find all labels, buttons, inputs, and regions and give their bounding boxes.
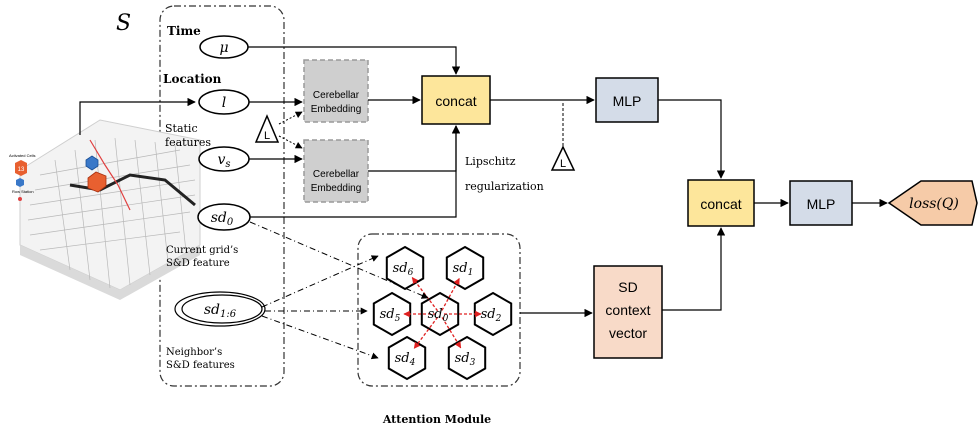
concat-block-2 xyxy=(687,179,755,227)
loss-label: loss(Q) xyxy=(909,196,959,212)
lipschitz-marker-embedding xyxy=(254,114,280,143)
concat-block-1-label: concat xyxy=(435,93,476,109)
hex-cell-sd2 xyxy=(473,291,513,337)
location-symbol: l xyxy=(222,95,226,111)
attention-module-title: Attention Module xyxy=(382,413,491,426)
lipschitz-marker-mlp-label: L xyxy=(560,158,566,170)
attention-weight-arrow-1 xyxy=(441,277,460,311)
neighbor-label-line1: Neighbor’s xyxy=(166,347,222,358)
concat-block-2-label: concat xyxy=(700,196,741,212)
current-grid-label-line2: S&D feature xyxy=(166,258,230,269)
neighbor-to-hex4-arrow xyxy=(261,315,379,360)
map-to-location-arrow xyxy=(79,97,196,135)
city-grid-map-illustration: Activated Cells 13 Row Station xyxy=(9,119,201,300)
context-line3: vector xyxy=(609,325,647,341)
current-sd-symbol: sd0 xyxy=(211,210,234,228)
lipschitz-marker-embedding-label: L xyxy=(264,130,270,142)
context-line1: SD xyxy=(618,279,637,295)
attention-hex-grid: sd6 sd1 sd5 sd0 sd2 sd4 sd3 xyxy=(372,245,513,381)
hex-label-sd5: sd5 xyxy=(380,307,401,324)
mlp-block-1-label: MLP xyxy=(613,93,642,109)
hex-label-sd1: sd1 xyxy=(453,261,474,278)
mlp-block-2 xyxy=(789,180,853,226)
map-legend-count: 13 xyxy=(18,167,25,173)
hex-cell-sd4 xyxy=(387,335,427,381)
time-to-concat-arrow xyxy=(248,46,461,75)
neighbor-to-hex6-arrow xyxy=(261,255,379,308)
lipschitz-to-embedding1 xyxy=(278,111,303,125)
state-symbol: S xyxy=(116,11,131,36)
embedding2-to-concat-arrow xyxy=(368,125,461,172)
current-sd-to-attention-arrow xyxy=(249,221,429,299)
current-grid-label-line1: Current grid’s xyxy=(166,245,238,256)
static-label-line2: features xyxy=(165,136,211,149)
lipschitz-label-line2: regularization xyxy=(465,180,544,193)
attention-input-arrows xyxy=(249,221,429,360)
hex-cell-sd0 xyxy=(420,291,460,337)
static-label-line1: Static xyxy=(165,122,198,135)
neighbor-sd-symbol: sd1:6 xyxy=(204,302,237,320)
neighbor-sd-node xyxy=(181,294,263,324)
cerebellar-embedding-1 xyxy=(303,59,369,123)
attention-weight-arrow-4 xyxy=(413,316,439,349)
context-to-concat2-arrow xyxy=(662,227,726,311)
attention-module-box xyxy=(357,233,521,387)
time-label: Time xyxy=(167,24,201,38)
embedding-2-line1: Cerebellar xyxy=(313,169,360,180)
hex-label-sd0: sd0 xyxy=(428,307,449,324)
location-label: Location xyxy=(163,72,222,86)
hex-cell-sd1 xyxy=(445,245,485,291)
current-sd-to-concat-arrow xyxy=(250,125,461,218)
hex-label-sd3: sd3 xyxy=(455,351,476,368)
static-symbol: vs xyxy=(217,152,230,170)
hex-cell-sd3 xyxy=(447,335,487,381)
lipschitz-label-line1: Lipschitz xyxy=(465,155,516,168)
mlp-block-2-label: MLP xyxy=(807,196,836,212)
context-line2: context xyxy=(605,302,650,318)
hex-label-sd4: sd4 xyxy=(395,351,416,368)
map-legend-activated: Activated Cells xyxy=(9,153,35,158)
embedding-1-line2: Embedding xyxy=(311,104,362,115)
embedding-1-line1: Cerebellar xyxy=(313,90,360,101)
mlp-block-1 xyxy=(595,77,659,123)
loss-node xyxy=(887,180,978,226)
mlp1-to-concat2-arrow xyxy=(658,99,726,179)
map-legend-station: Row Station xyxy=(12,189,34,194)
attention-weight-arrow-6 xyxy=(411,277,439,312)
embedding-2-line2: Embedding xyxy=(311,183,362,194)
cerebellar-embedding-2 xyxy=(303,139,369,203)
sd-context-vector-block xyxy=(593,265,663,359)
time-symbol: μ xyxy=(219,40,228,56)
lipschitz-to-embedding2 xyxy=(278,135,303,149)
lipschitz-marker-mlp xyxy=(550,145,576,171)
hex-cell-sd5 xyxy=(372,291,412,337)
attention-weight-arrow-3 xyxy=(441,317,462,349)
hex-label-sd2: sd2 xyxy=(481,307,502,324)
hex-label-sd6: sd6 xyxy=(393,261,414,278)
neighbor-label-line2: S&D features xyxy=(166,360,235,371)
hex-cell-sd6 xyxy=(385,245,425,291)
